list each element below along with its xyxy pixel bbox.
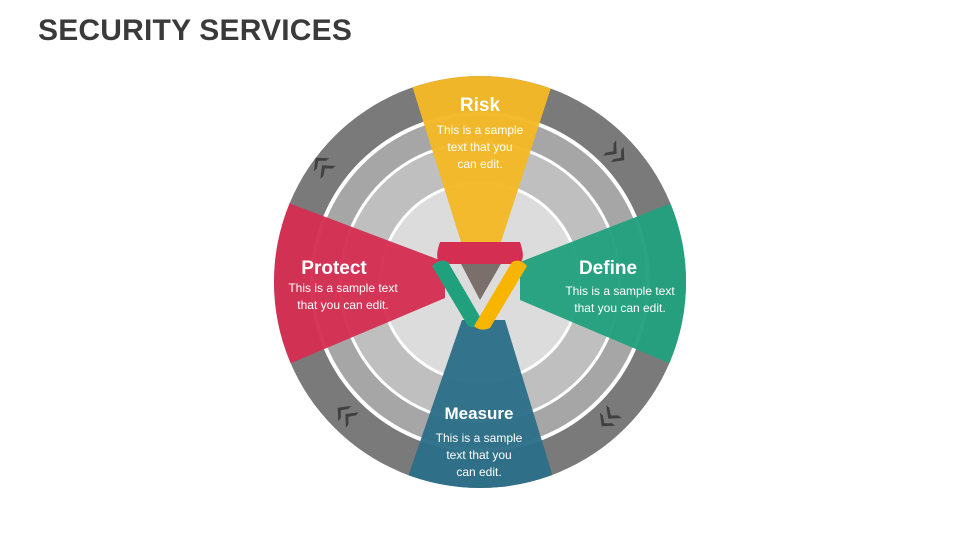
measure-desc-line-1: This is a sample (436, 431, 523, 445)
define-title: Define (579, 258, 637, 279)
risk-wedge (404, 76, 560, 245)
protect-wedge (274, 196, 445, 372)
risk-desc-line-3: can edit. (457, 157, 502, 171)
wedge-group (274, 76, 686, 488)
measure-segment: Measure This is a sample text that you c… (436, 404, 523, 479)
double-chevron-icon (603, 140, 625, 163)
double-chevron-icon (337, 405, 359, 428)
page-title: SECURITY SERVICES (38, 14, 353, 47)
define-desc-line-1: This is a sample text (565, 284, 675, 298)
risk-segment: Risk This is a sample text that you can … (437, 95, 524, 171)
risk-desc-line-1: This is a sample (437, 123, 524, 137)
double-chevron-icon (599, 405, 622, 427)
protect-title: Protect (301, 258, 367, 279)
double-chevron-icon (313, 157, 336, 179)
measure-title: Measure (445, 404, 514, 423)
protect-desc-line-2: that you can edit. (297, 298, 388, 312)
define-wedge (520, 196, 686, 372)
measure-desc-line-2: text that you (446, 448, 511, 462)
risk-title: Risk (460, 95, 501, 116)
measure-wedge (400, 320, 560, 488)
define-desc-line-2: that you can edit. (574, 301, 665, 315)
protect-segment: Protect This is a sample text that you c… (288, 258, 398, 312)
define-segment: Define This is a sample text that you ca… (565, 258, 675, 315)
cycle-arrows (313, 140, 625, 428)
measure-desc-line-3: can edit. (456, 465, 501, 479)
triangle-knot-icon (432, 242, 527, 330)
risk-desc-line-2: text that you (447, 140, 512, 154)
protect-desc-line-1: This is a sample text (288, 281, 398, 295)
